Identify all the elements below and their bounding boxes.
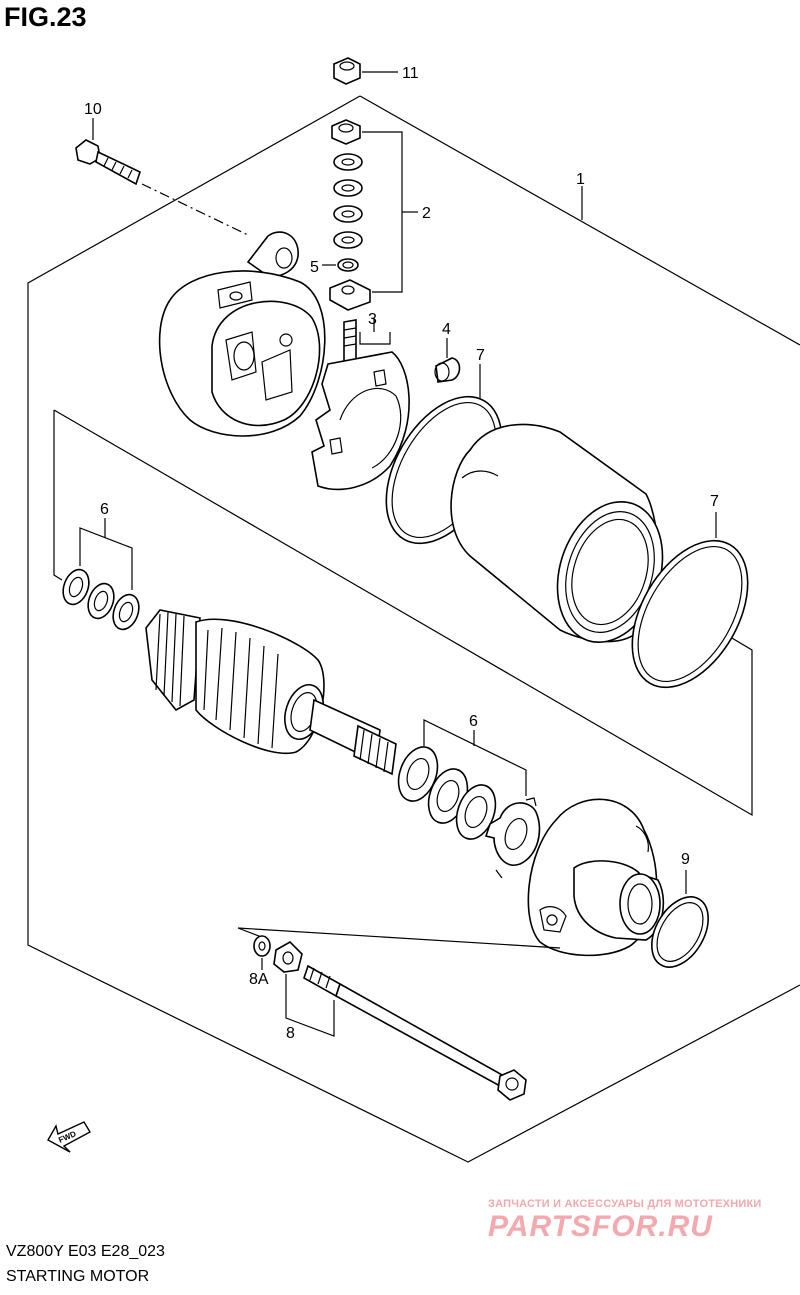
callout-9: 9 [681,851,690,868]
assembly-outline-left [27,95,800,1163]
part-rear-cover[interactable] [158,231,326,437]
model-code: VZ800Y E03 E28_023 [6,1243,165,1260]
callout-7-front: 7 [710,493,719,510]
part-front-bracket[interactable] [527,798,665,957]
part-washer-8A[interactable] [253,935,271,957]
callout-3: 3 [368,311,377,328]
callout-5: 5 [310,259,319,276]
part-yoke-housing[interactable] [450,423,680,656]
section-title: STARTING MOTOR [6,1268,150,1285]
part-washer-set-2[interactable] [329,119,371,311]
callout-10: 10 [84,101,102,118]
part-o-ring-7-front[interactable] [608,521,771,708]
part-plate-8[interactable] [273,941,303,973]
callout-7-rear: 7 [476,347,485,364]
callout-4: 4 [442,321,451,338]
part-brush-holder-3[interactable] [311,319,410,491]
figure-title: FIG.23 [4,2,87,32]
part-through-bolt-8[interactable] [303,964,527,1101]
callout-8A: 8A [249,971,269,988]
callout-11: 11 [402,65,419,82]
part-bushing-4[interactable] [434,357,461,383]
part-armature[interactable] [145,609,397,776]
watermark-tagline: ЗАПЧАСТИ И АКСЕССУАРЫ ДЛЯ МОТОТЕХНИКИ [488,1198,762,1210]
part-nut-11[interactable] [333,57,361,85]
part-washer-set-6-rear[interactable] [59,566,144,633]
part-bolt-10[interactable] [75,139,141,186]
part-washer-set-6-front[interactable] [392,742,541,879]
callout-2: 2 [422,205,431,222]
callout-8: 8 [286,1025,295,1042]
fwd-direction-marker: FWD [47,1121,91,1153]
callout-6-rear: 6 [100,501,109,518]
armature-group-outline [53,410,63,581]
part-o-ring-5[interactable] [337,258,359,272]
callout-6-front: 6 [469,713,478,730]
part-o-ring-9[interactable] [640,887,720,977]
assembly-outline [359,95,800,346]
watermark-brand: PARTSFOR.RU [488,1210,713,1243]
callout-1: 1 [576,171,585,188]
